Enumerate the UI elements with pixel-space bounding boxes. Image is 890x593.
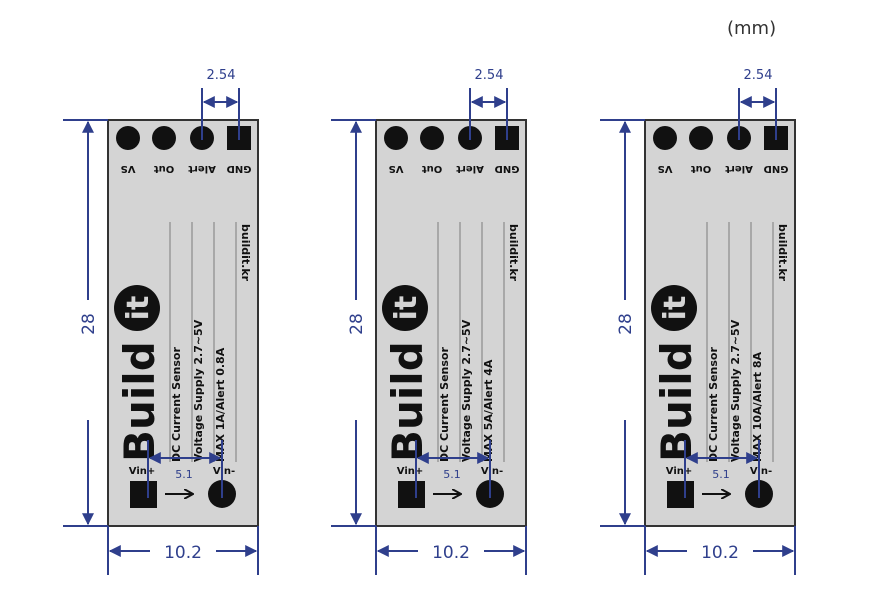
vin-spacing-dim: 5.1 [175,468,193,481]
vin-plus-pad [398,481,425,508]
url-text: buildit.kr [776,224,789,282]
current-rating-text: MAX 5A/Alert 4A [482,359,495,462]
pitch-dim: 2.54 [207,68,236,83]
title-text: DC Current Sensor [707,347,720,462]
url-text: buildit.kr [239,224,252,282]
current-rating-text: MAX 10A/Alert 8A [751,351,764,462]
pin-label: Out [154,163,175,174]
pin-pad [152,126,176,150]
vin-spacing-dim: 5.1 [443,468,461,481]
pin-pad [420,126,444,150]
pin-pad [116,126,140,150]
pin-pad [384,126,408,150]
logo-circle-text: it [658,296,693,321]
pitch-dim: 2.54 [744,68,773,83]
vin-minus-label: Vin- [213,466,235,477]
width-dim: 10.2 [432,543,470,563]
logo-circle [114,285,160,331]
vin-minus-label: Vin- [750,466,772,477]
pin-label: VS [658,163,673,174]
vin-spacing-dim: 5.1 [712,468,730,481]
pin-label: Out [691,163,712,174]
logo-text: Build [383,341,432,462]
pin-label: GND [764,163,789,174]
vin-minus-label: Vin- [481,466,503,477]
pin-label: VS [389,163,404,174]
pin-label: VS [121,163,136,174]
height-dim: 28 [616,313,636,335]
sensor-board-2: VS Out Alert GND DC Current Sensor Voltage Su… [331,68,527,575]
height-dim: 28 [347,313,367,335]
voltage-text: Voltage Supply 2.7~5V [192,319,205,462]
vin-plus-pad [130,481,157,508]
title-text: DC Current Sensor [170,347,183,462]
voltage-text: Voltage Supply 2.7~5V [729,319,742,462]
width-dim: 10.2 [701,543,739,563]
sensor-board-3: VS Out Alert GND DC Current Sensor Voltage Su… [600,68,796,575]
vin-plus-label: Vin+ [666,466,693,477]
vin-plus-label: Vin+ [129,466,156,477]
logo-circle [651,285,697,331]
pin-pad [689,126,713,150]
pin-label: Alert [188,163,216,174]
height-dim: 28 [79,313,99,335]
pin-pad [653,126,677,150]
pitch-dim: 2.54 [475,68,504,83]
pin-label: GND [227,163,252,174]
sensor-board-1: VS Out Alert GND DC Current Sensor Voltage Su… [63,68,259,575]
vin-plus-pad [667,481,694,508]
pin-label: Alert [725,163,753,174]
vin-plus-label: Vin+ [397,466,424,477]
logo-circle-text: it [121,296,156,321]
pin-label: Out [422,163,443,174]
logo-circle-text: it [389,296,424,321]
logo-circle [382,285,428,331]
logo-text: Build [652,341,701,462]
unit-label: (mm) [727,18,777,39]
current-rating-text: MAX 1A/Alert 0.8A [214,347,227,462]
title-text: DC Current Sensor [438,347,451,462]
logo-text: Build [115,341,164,462]
width-dim: 10.2 [164,543,202,563]
voltage-text: Voltage Supply 2.7~5V [460,319,473,462]
url-text: buildit.kr [507,224,520,282]
pin-label: GND [495,163,520,174]
pin-label: Alert [456,163,484,174]
